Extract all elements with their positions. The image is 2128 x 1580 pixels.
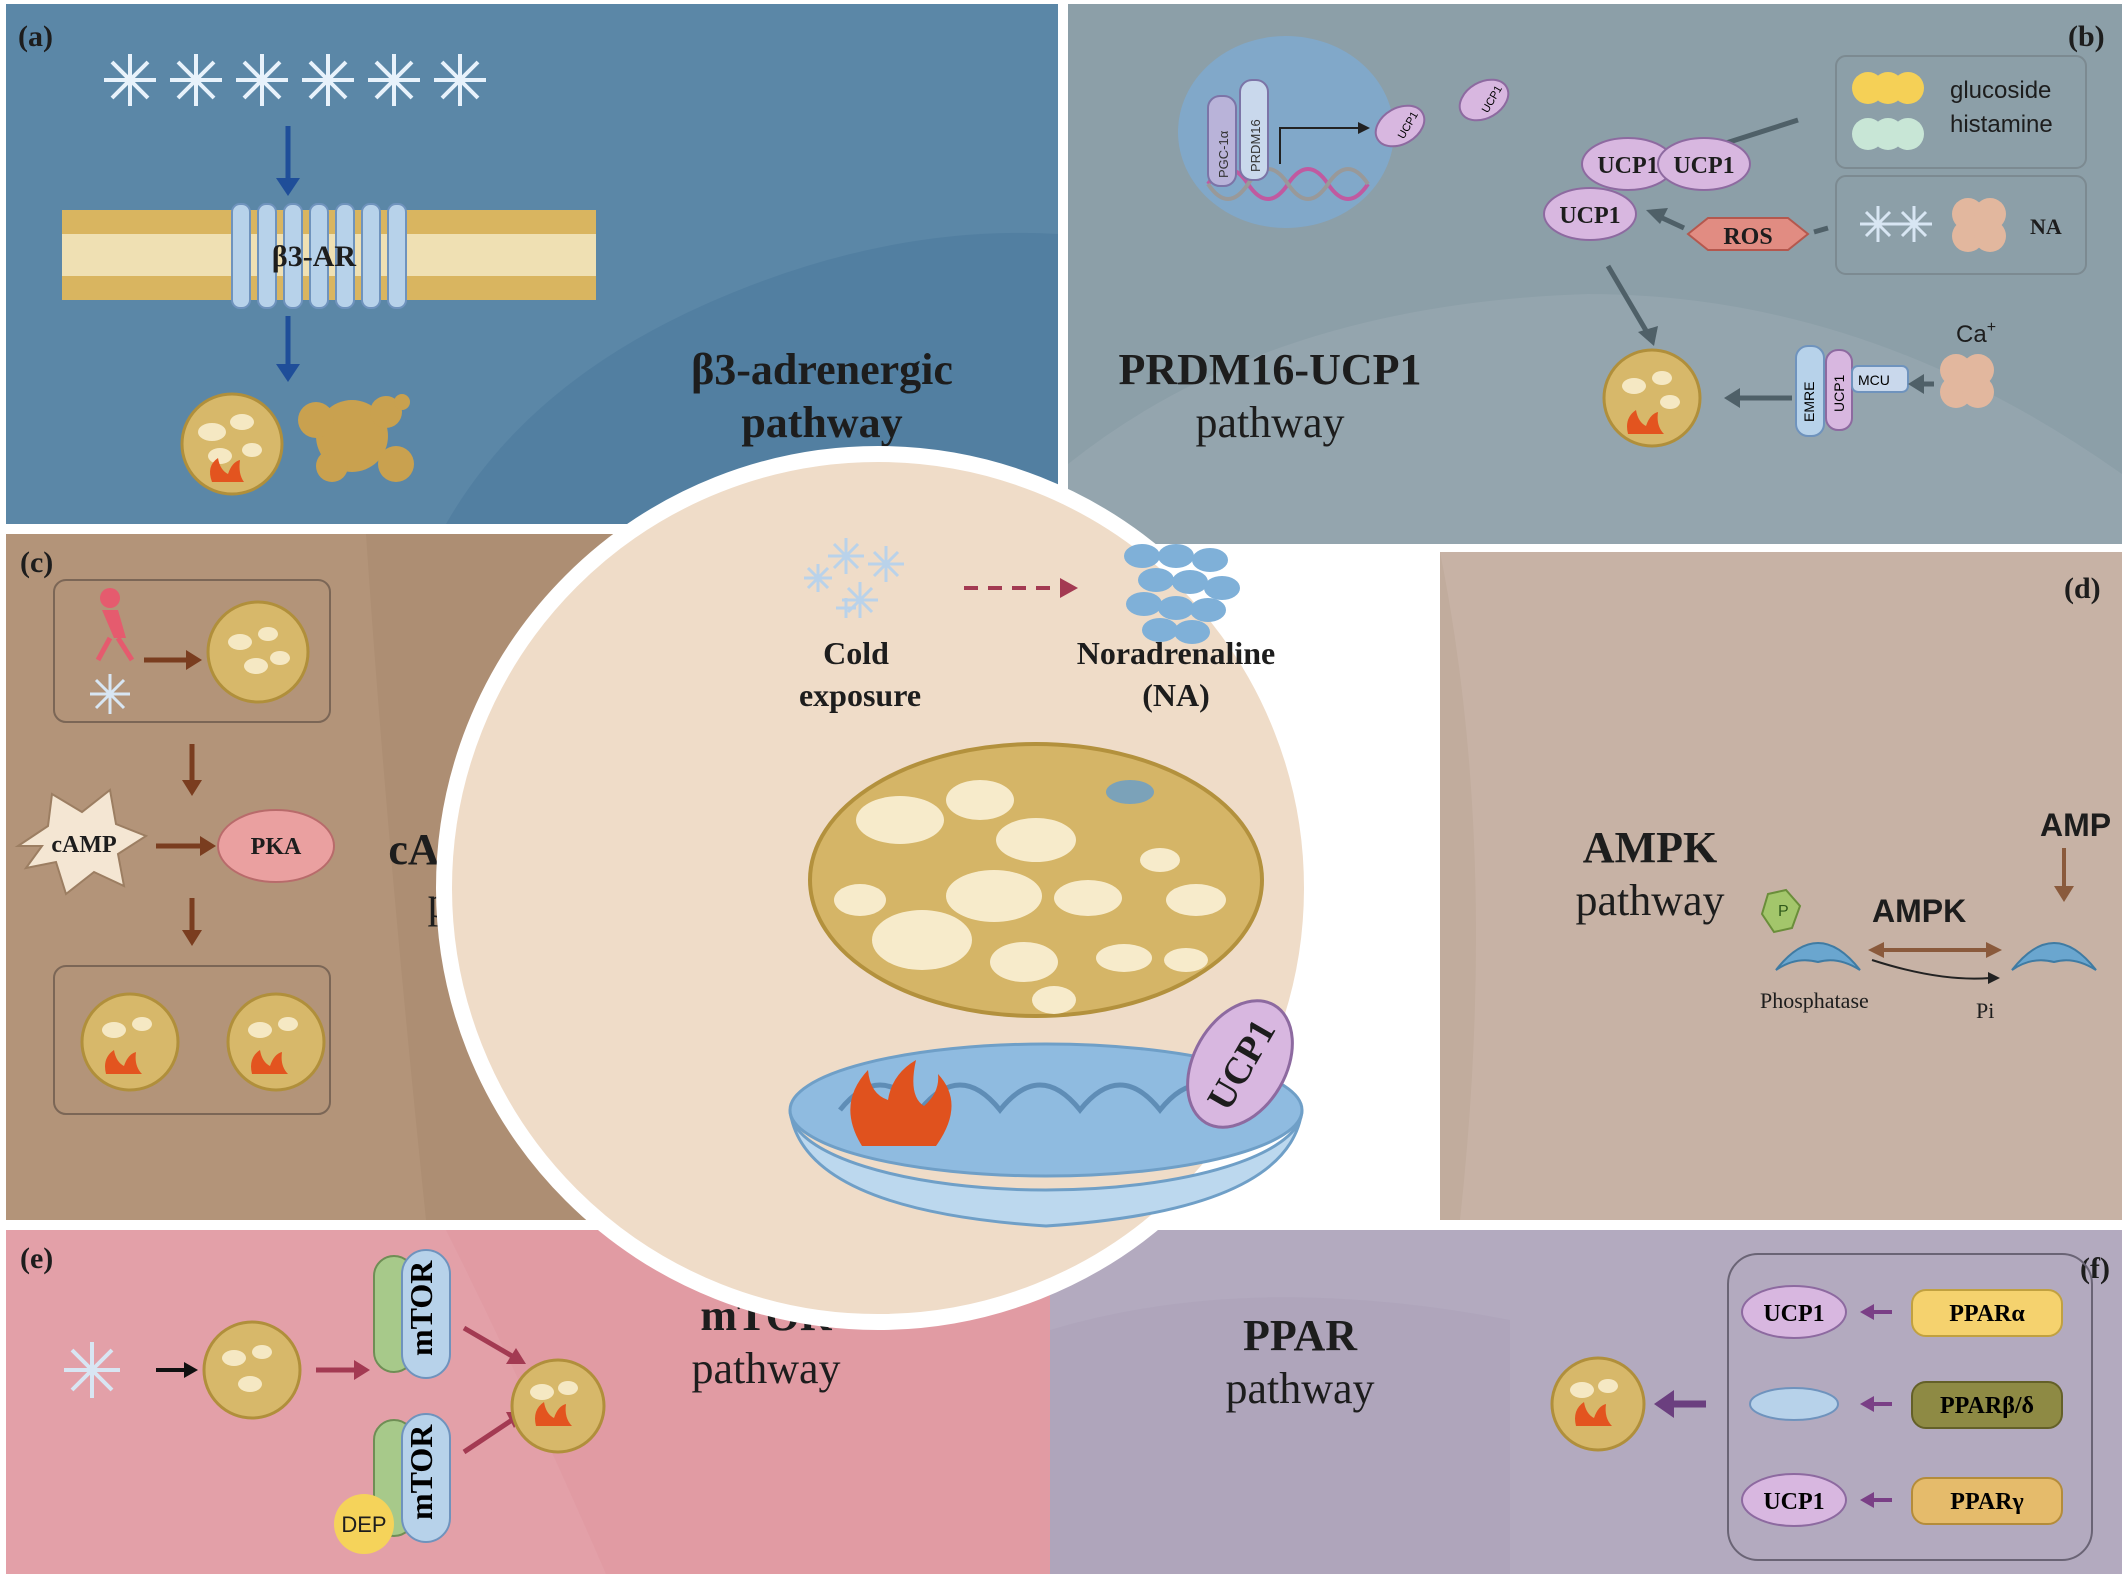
ucp1-label: UCP1 xyxy=(1597,153,1658,179)
panel-title: PRDM16-UCP1 pathway xyxy=(1118,345,1422,447)
snowflake-icons xyxy=(104,54,486,106)
snowflake-icon xyxy=(236,54,288,106)
noradrenaline-line1: Noradrenaline xyxy=(1077,635,1276,671)
pgc1a-label: PGC-1α xyxy=(1216,130,1231,178)
panel-label: (b) xyxy=(2068,20,2105,53)
noradrenaline-icon xyxy=(1124,544,1240,644)
snowflake-icon xyxy=(302,54,354,106)
brown-adipocyte-icon xyxy=(226,992,326,1092)
legend-glucoside: glucoside xyxy=(1950,77,2051,104)
brown-adipocyte-icon xyxy=(202,1320,302,1420)
snowflake-icon xyxy=(104,54,156,106)
panel-a-beta3-adrenergic: (a) β3-AR xyxy=(6,4,1058,524)
ros-label: ROS xyxy=(1723,224,1772,250)
legend-box xyxy=(1835,55,2087,169)
panel-label: (e) xyxy=(20,1242,54,1275)
stimulus-box xyxy=(1835,175,2087,275)
panel-label: (a) xyxy=(18,20,53,53)
brown-adipocyte-icon xyxy=(180,392,284,496)
panel-label: (d) xyxy=(2064,572,2101,605)
ppar-gamma-label: PPARγ xyxy=(1950,1489,2023,1515)
panel-title: AMPK pathway xyxy=(1575,823,1725,925)
camp-burst xyxy=(14,788,149,896)
cold-exposure-line2: exposure xyxy=(799,677,921,713)
lipolysis-icon xyxy=(298,394,414,482)
ca-label: Ca+ xyxy=(1956,319,1996,348)
brown-adipocyte-icon xyxy=(1602,348,1702,448)
ppar-beta-label: PPARβ/δ xyxy=(1940,1393,2034,1419)
snowflake-icon xyxy=(368,54,420,106)
mitochondrion-icon xyxy=(1749,1387,1839,1421)
panel-label: (f) xyxy=(2080,1252,2110,1285)
snowflake-icon xyxy=(1896,206,1932,242)
snowflake-icon xyxy=(434,54,486,106)
panel-title: PPAR pathway xyxy=(1225,1311,1375,1413)
pka-label: PKA xyxy=(251,834,302,860)
phosphatase-label: Phosphatase xyxy=(1760,988,1869,1013)
dep-label: DEP xyxy=(341,1512,386,1537)
pi-label: Pi xyxy=(1976,998,1994,1023)
prdm16-illustration: PGC-1α PRDM16 UCP1 UCP1 glucoside histam… xyxy=(1068,36,2122,544)
mtor-label: mTOR xyxy=(403,1424,439,1520)
panel-b-prdm16-ucp1: (b) PGC-1α PRDM16 UCP1 UCP1 glucoside hi… xyxy=(1068,4,2122,544)
snowflake-icon xyxy=(170,54,222,106)
prdm16-label: PRDM16 xyxy=(1248,119,1263,172)
runner-icon xyxy=(95,588,135,662)
ppar-alpha-label: PPARα xyxy=(1949,1301,2025,1327)
brown-adipocyte-icon xyxy=(80,992,180,1092)
brown-adipocyte-icon xyxy=(1550,1356,1646,1452)
amp-label: AMP xyxy=(2040,807,2111,843)
brown-adipocyte-icon xyxy=(206,600,310,704)
snowflake-icon xyxy=(64,1342,120,1398)
na-label: NA xyxy=(2030,214,2062,239)
legend-histamine: histamine xyxy=(1950,111,2053,138)
ucp1-label: UCP1 xyxy=(1673,153,1734,179)
ucp1-label: UCP1 xyxy=(1763,1301,1824,1327)
panel-label: (c) xyxy=(20,546,54,579)
mtor-label: mTOR xyxy=(403,1260,439,1356)
brown-adipocyte-icon xyxy=(510,1358,606,1454)
beta3-receptor xyxy=(231,203,407,309)
snowflake-icon xyxy=(90,674,130,714)
cold-exposure-line1: Cold xyxy=(823,635,889,671)
snowflake-icons xyxy=(804,538,904,618)
ppar-illustration: UCP1 PPARα PPARβ/δ UCP1 PPARγ xyxy=(1050,1253,2093,1574)
camp-label: cAMP xyxy=(51,832,116,858)
mcu-label: MCU xyxy=(1858,372,1890,388)
snowflake-icon xyxy=(1860,206,1896,242)
p-label: P xyxy=(1778,903,1789,920)
ucp1-label: UCP1 xyxy=(1763,1489,1824,1515)
noradrenaline-line2: (NA) xyxy=(1142,677,1210,713)
panel-f-ppar: (f) UCP1 PPARα PPARβ/δ UCP1 PPARγ PPAR p… xyxy=(1050,1230,2122,1574)
ppar-box xyxy=(1727,1253,2093,1561)
panel-title: β3-adrenergic pathway xyxy=(691,345,953,447)
panel-d-ampk: (d) P AMP AMPK Phosphatase Pi AMPK pathw… xyxy=(1440,552,2122,1220)
brown-adipocyte-large xyxy=(808,742,1264,1018)
ampk-label: AMPK xyxy=(1872,893,1966,929)
receptor-label: β3-AR xyxy=(272,240,356,273)
ucp1-channel-label: UCP1 xyxy=(1831,374,1847,412)
ucp1-label: UCP1 xyxy=(1559,203,1620,229)
emre-label: EMRE xyxy=(1801,382,1817,422)
ampk-illustration: P AMP AMPK Phosphatase Pi xyxy=(1440,552,2111,1220)
flame-icon xyxy=(850,1060,952,1146)
